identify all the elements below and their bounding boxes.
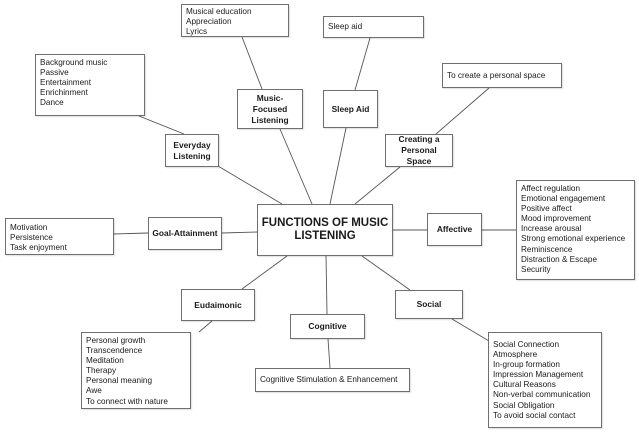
list-item: Background music xyxy=(40,58,108,67)
line-center-eudaimonic xyxy=(241,255,288,290)
line-eudaimonic-list xyxy=(198,320,213,333)
category-label: Everyday Listening xyxy=(173,139,211,161)
category-node-affective: Affective xyxy=(427,213,482,246)
category-node-goal-attainment: Goal-Attainment xyxy=(148,217,222,250)
list-item: Non-verbal communication xyxy=(493,390,591,400)
line-music-focused-list xyxy=(241,36,263,90)
category-label: Music-Focused Listening xyxy=(251,92,289,125)
list-item: Impression Management xyxy=(493,370,584,380)
category-node-cognitive: Cognitive xyxy=(290,314,365,339)
line-center-sleep-aid xyxy=(329,127,347,205)
list-item: Mood improvement xyxy=(521,214,592,224)
list-item: Increase arousal xyxy=(521,224,582,234)
list-item: Social Obligation xyxy=(493,400,555,410)
list-item: Motivation xyxy=(10,223,48,232)
list-item: Passive xyxy=(40,68,69,78)
list-item: Sleep aid xyxy=(328,22,363,31)
category-node-eudaimonic: Eudaimonic xyxy=(181,289,255,321)
list-item: Cognitive Stimulation & Enhancement xyxy=(260,375,398,384)
list-item: Security xyxy=(521,264,551,274)
list-item: Enrichinment xyxy=(40,88,88,98)
item-list-music-focused: Musical education Appreciation Lyrics xyxy=(181,4,289,37)
list-item: Meditation xyxy=(86,356,124,366)
line-cognitive-list xyxy=(327,338,331,369)
list-item: Strong emotional experience xyxy=(521,234,626,244)
item-list-everyday: Background music Passive Entertainment E… xyxy=(35,54,145,116)
list-item: Reminiscence xyxy=(521,244,573,254)
line-center-everyday xyxy=(217,165,283,205)
list-item: Task enjoyment xyxy=(10,243,67,253)
category-node-music-focused: Music-Focused Listening xyxy=(237,89,303,129)
list-item: Affect regulation xyxy=(521,184,581,193)
list-item: Distraction & Escape xyxy=(521,254,597,264)
item-list-cognitive: Cognitive Stimulation & Enhancement xyxy=(255,368,410,392)
line-center-goal-attainment xyxy=(221,231,258,234)
line-sleep-aid-list xyxy=(354,37,371,91)
list-item: Lyrics xyxy=(186,27,208,37)
list-item: Appreciation xyxy=(186,17,232,27)
item-list-social: Social Connection Atmosphere In-group fo… xyxy=(488,332,602,428)
center-node-label: FUNCTIONS OF MUSIC LISTENING xyxy=(261,216,389,243)
category-label: Goal-Attainment xyxy=(152,228,218,238)
category-node-everyday: Everyday Listening xyxy=(165,134,219,167)
list-item: Atmosphere xyxy=(493,350,538,360)
list-item: Social Connection xyxy=(493,340,559,349)
item-list-sleep-aid: Sleep aid xyxy=(323,16,424,38)
list-item: Entertainment xyxy=(40,78,91,88)
category-label: Sleep Aid xyxy=(331,103,370,114)
category-node-social: Social xyxy=(395,290,463,319)
list-item: Positive affect xyxy=(521,204,572,214)
category-label: Creating a Personal Space xyxy=(398,134,440,166)
list-item: Personal meaning xyxy=(86,376,152,386)
list-item: Musical education xyxy=(186,7,252,16)
category-node-sleep-aid: Sleep Aid xyxy=(323,90,378,128)
category-label: Cognitive xyxy=(308,321,347,331)
line-goal-attainment-list xyxy=(113,232,149,235)
list-item: Awe xyxy=(86,386,102,396)
list-item: Personal growth xyxy=(86,336,146,345)
category-label: Social xyxy=(416,299,442,309)
item-list-affective: Affect regulation Emotional engagement P… xyxy=(516,180,635,280)
center-node: FUNCTIONS OF MUSIC LISTENING xyxy=(257,204,393,256)
list-item: Therapy xyxy=(86,366,117,376)
category-node-personal-space: Creating a Personal Space xyxy=(385,134,453,167)
line-personal-space-list xyxy=(435,87,490,135)
category-label: Eudaimonic xyxy=(194,299,242,310)
list-item: To avoid social contact xyxy=(493,410,576,420)
category-label: Affective xyxy=(436,224,473,234)
list-item: Emotional engagement xyxy=(521,194,606,204)
line-everyday-list xyxy=(138,115,185,135)
item-list-goal-attainment: Motivation Persistence Task enjoyment xyxy=(5,218,114,255)
list-item: Dance xyxy=(40,98,64,108)
line-center-personal-space xyxy=(354,166,401,205)
line-center-social xyxy=(361,255,411,291)
list-item: In-group formation xyxy=(493,360,560,370)
list-item: To connect with nature xyxy=(86,396,168,406)
list-item: Cultural Reasons xyxy=(493,380,556,390)
list-item: Transcendence xyxy=(86,346,143,356)
list-item: To create a personal space xyxy=(447,71,546,80)
item-list-eudaimonic: Personal growth Transcendence Meditation… xyxy=(81,332,191,409)
item-list-personal-space: To create a personal space xyxy=(442,63,562,88)
line-center-cognitive xyxy=(325,255,328,315)
line-center-music-focused xyxy=(279,128,313,205)
list-item: Persistence xyxy=(10,233,53,243)
line-social-list xyxy=(451,318,490,342)
